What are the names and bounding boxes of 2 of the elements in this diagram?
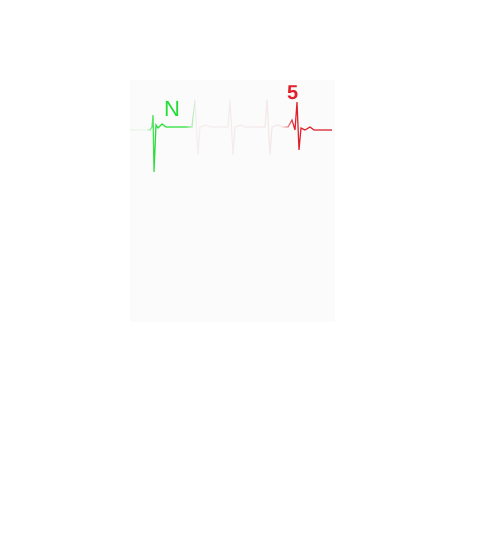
beat-label: 5 <box>287 83 298 103</box>
beat-label: N <box>164 98 180 120</box>
